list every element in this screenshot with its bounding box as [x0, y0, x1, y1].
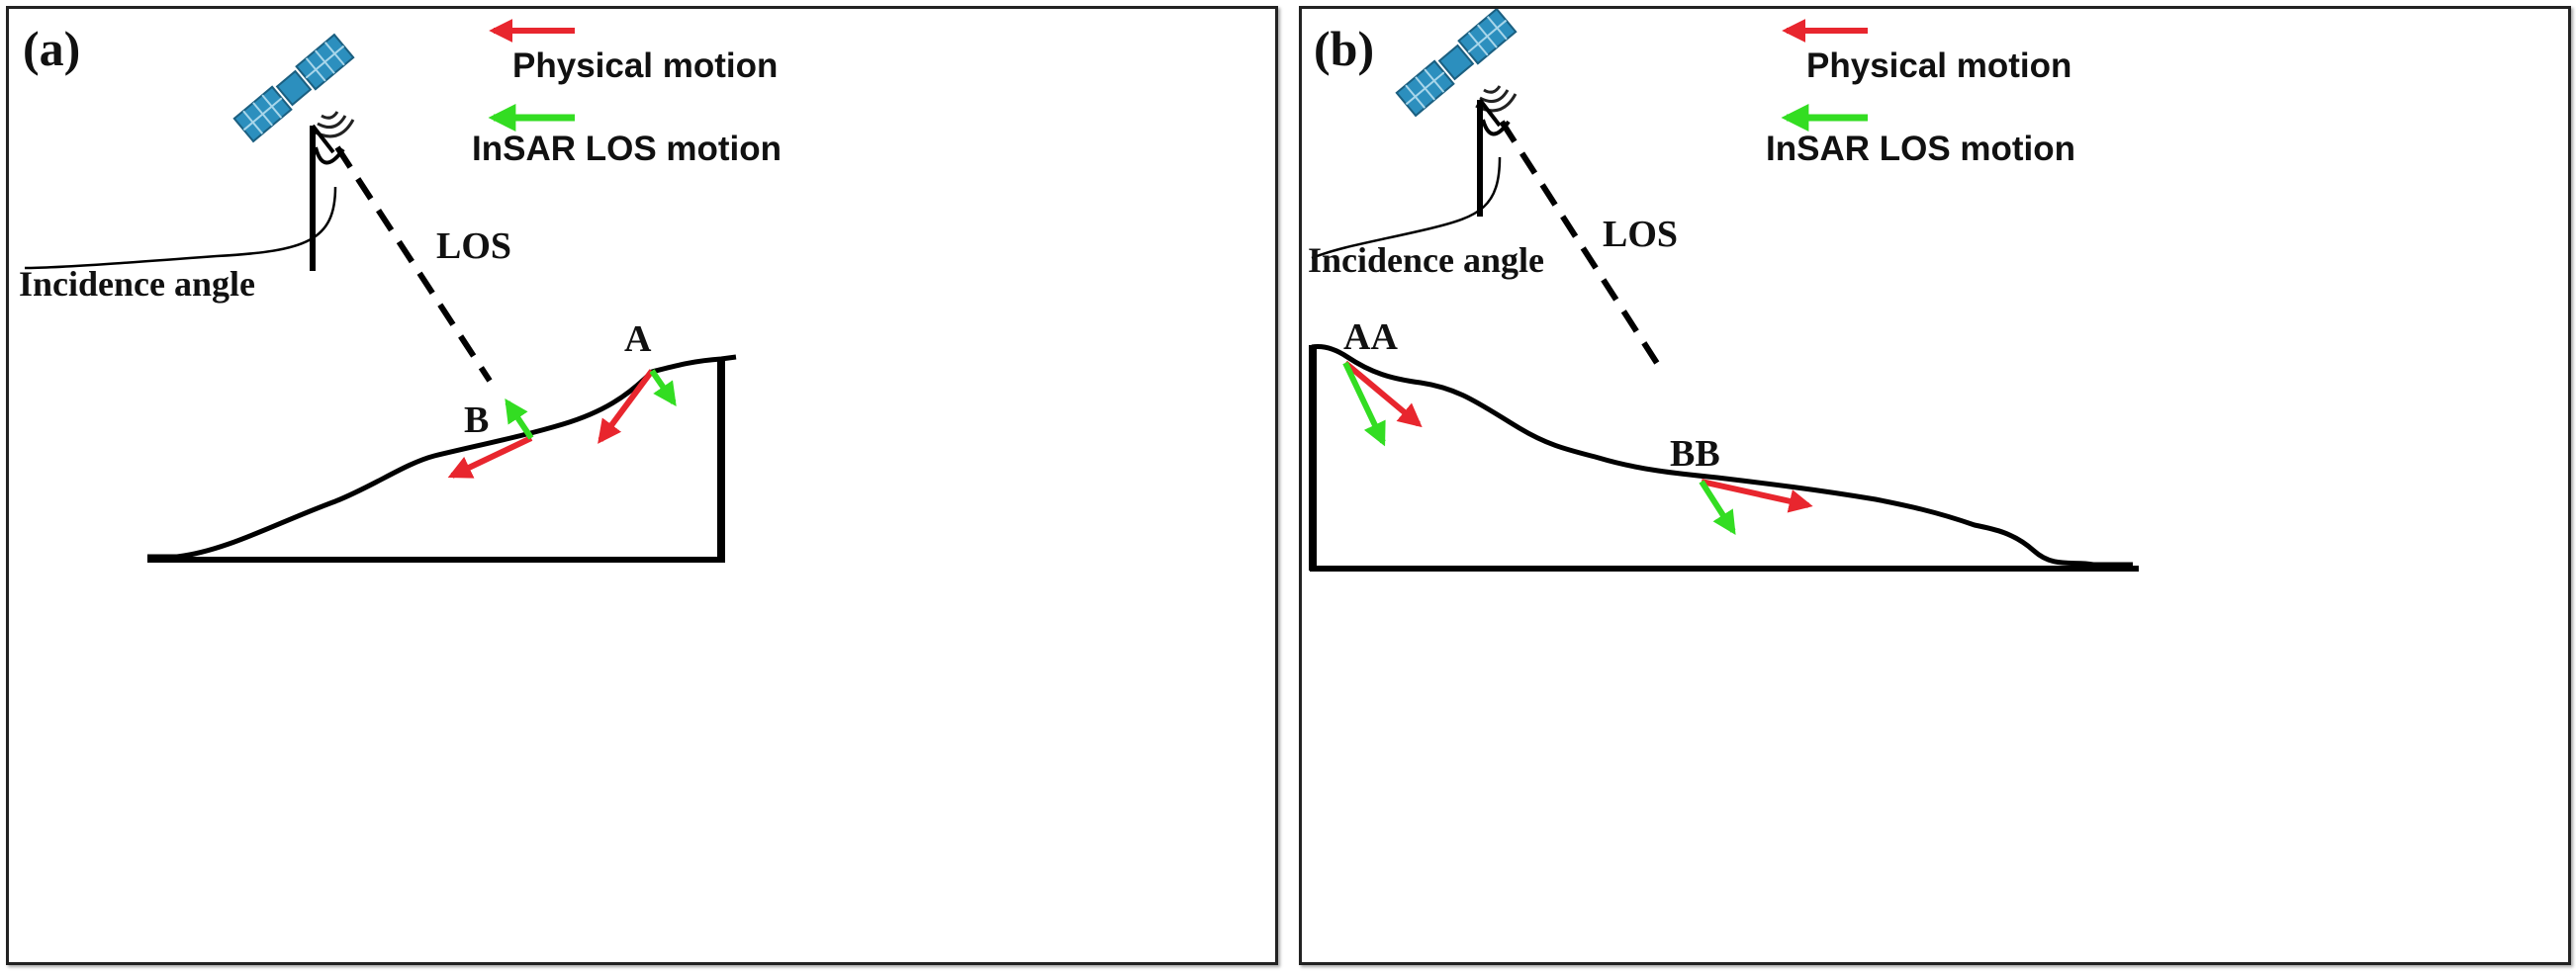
point-aa-los-arrow: [1342, 361, 1386, 447]
legend-los-label: InSAR LOS motion: [1766, 130, 2075, 168]
ground-profile: [147, 354, 737, 560]
point-a-label: A: [624, 318, 652, 360]
los-label: LOS: [1603, 214, 1678, 255]
panel-tag: (a): [23, 21, 80, 76]
incidence-leader: [1311, 156, 1502, 260]
point-b-los-arrow: [505, 398, 534, 440]
point-a-los-arrow: [649, 369, 677, 406]
incidence-label: Incidence angle: [1308, 240, 1544, 280]
point-bb-label: BB: [1670, 433, 1720, 475]
panel-a: Physical motion InSAR LOS motion (a) LOS…: [6, 6, 1278, 965]
incidence-label: Incidence angle: [19, 264, 255, 304]
radar-dish-icon: [1477, 98, 1511, 217]
legend-physical-label: Physical motion: [1806, 46, 2071, 85]
point-b-label: B: [464, 399, 489, 441]
panel-a-diagram: Physical motion InSAR LOS motion (a) LOS…: [19, 18, 782, 563]
ground-profile: [1311, 344, 2133, 568]
panel-b: Physical motion InSAR LOS motion (b) LOS…: [1299, 6, 2571, 965]
point-a-physical-arrow: [598, 369, 655, 444]
point-aa-label: AA: [1343, 316, 1398, 358]
point-b-physical-arrow: [447, 435, 533, 479]
panel-b-diagram: Physical motion InSAR LOS motion (b) LOS…: [1308, 9, 2139, 572]
incidence-leader: [24, 186, 337, 270]
legend-los-label: InSAR LOS motion: [472, 130, 782, 168]
legend-physical-label: Physical motion: [512, 46, 778, 85]
point-bb-physical-arrow: [1701, 479, 1813, 513]
point-aa-physical-arrow: [1343, 360, 1423, 428]
los-label: LOS: [436, 225, 511, 267]
los-line: [1499, 120, 1665, 373]
satellite-icon: [232, 33, 355, 143]
los-line: [334, 145, 493, 383]
panel-tag: (b): [1314, 21, 1374, 76]
satellite-icon: [1395, 9, 1518, 118]
point-bb-los-arrow: [1699, 480, 1736, 536]
